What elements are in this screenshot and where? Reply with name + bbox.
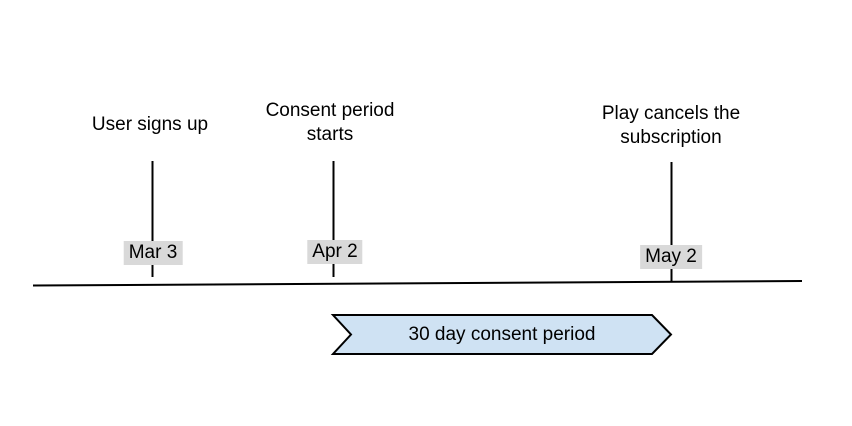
consent-period-ribbon-label: 30 day consent period: [408, 323, 596, 345]
date-chip-apr-2: Apr 2: [307, 240, 363, 264]
date-chip-mar-3: Mar 3: [123, 241, 183, 265]
timeline-axis-line: [32, 280, 803, 287]
event-label-user-signs-up: User signs up: [91, 114, 209, 135]
consent-period-ribbon: [330, 314, 673, 355]
event-label-consent-period-starts: Consent period starts: [265, 100, 395, 145]
event-label-play-cancels-subscription: Play cancels the subscription: [601, 103, 741, 148]
date-chip-may-2: May 2: [640, 245, 702, 269]
